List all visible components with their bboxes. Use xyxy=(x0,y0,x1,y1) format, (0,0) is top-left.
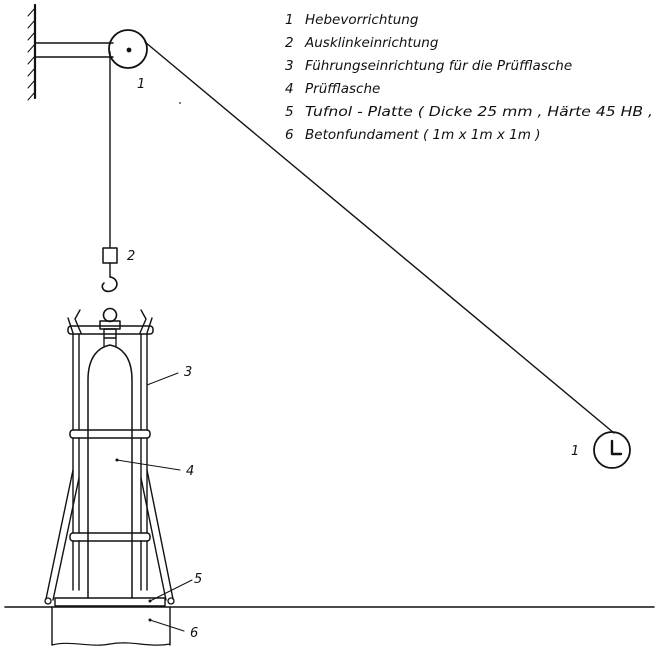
leader-plate xyxy=(149,579,193,602)
legend-number-6: 6 xyxy=(285,127,294,143)
pulley-top xyxy=(108,29,148,69)
callout-guide-frame: 3 xyxy=(184,365,192,380)
legend-number-3: 3 xyxy=(285,58,294,74)
diagonal-rope xyxy=(144,41,615,434)
legend-number-1: 1 xyxy=(285,12,294,28)
legend-text-3: Führungseinrichtung für die Prüfflasche xyxy=(305,58,572,74)
leader-foundation xyxy=(149,619,185,632)
release-hook xyxy=(101,247,118,293)
test-cylinder xyxy=(87,307,133,599)
legend-number-4: 4 xyxy=(285,81,294,97)
tufnol-plate xyxy=(54,597,166,607)
callout-cylinder: 4 xyxy=(186,464,194,479)
legend-number-5: 5 xyxy=(285,104,294,120)
callout-release-hook: 2 xyxy=(127,249,135,264)
wall xyxy=(27,3,37,101)
legend-text-1: Hebevorrichtung xyxy=(305,12,419,28)
callout-foundation: 6 xyxy=(190,626,198,641)
legend: 1 Hebevorrichtung 2 Ausklinkeinrichtung … xyxy=(285,12,653,143)
callout-winch: 1 xyxy=(571,444,579,459)
callout-pulley-top: 1 xyxy=(137,77,145,92)
legend-text-2: Ausklinkeinrichtung xyxy=(304,35,439,51)
legend-text-4: Prüfflasche xyxy=(305,81,380,97)
legend-number-2: 2 xyxy=(285,35,294,51)
concrete-foundation xyxy=(51,606,171,646)
callout-plate: 5 xyxy=(194,572,202,587)
winch xyxy=(593,431,631,469)
leader-cylinder xyxy=(116,459,181,471)
guide-frame xyxy=(44,309,175,605)
legend-text-5: Tufnol - Platte ( Dicke 25 mm , Härte 45… xyxy=(305,104,653,120)
leader-guide-frame xyxy=(146,372,179,386)
legend-text-6: Betonfundament ( 1m x 1m x 1m ) xyxy=(305,127,540,143)
support-beam xyxy=(34,42,114,58)
speck xyxy=(179,102,181,104)
